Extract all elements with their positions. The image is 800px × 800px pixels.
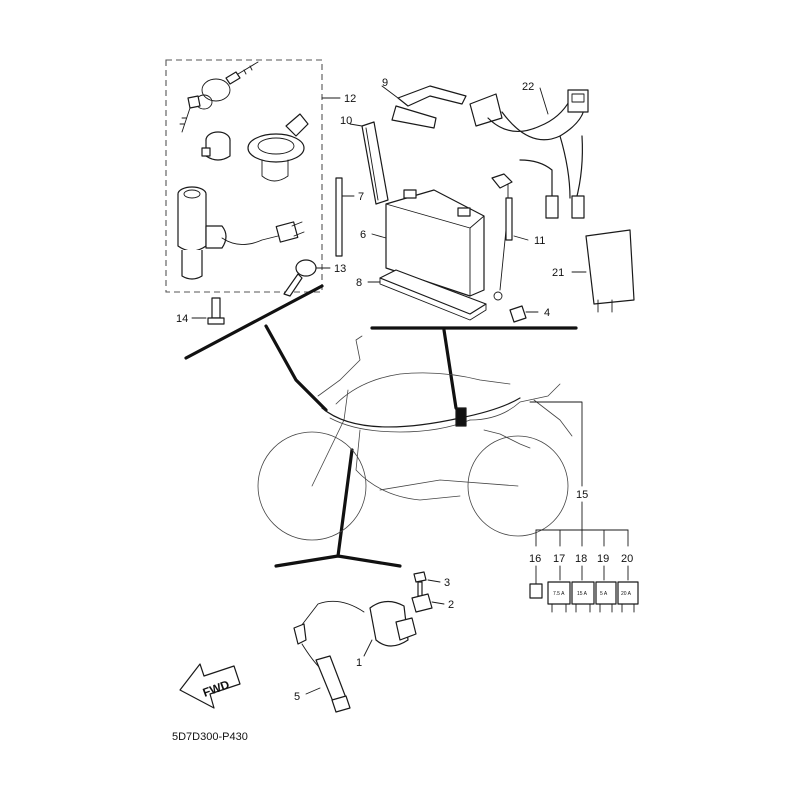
key-part-13 (283, 259, 331, 297)
callout-12: 12 (344, 93, 356, 105)
callout-5: 5 (294, 691, 300, 703)
callout-4: 4 (544, 307, 550, 319)
fwd-arrow-icon: FWD (179, 663, 241, 709)
callout-8: 8 (356, 277, 362, 289)
callout-19: 19 (597, 553, 609, 565)
battery-group (335, 85, 635, 323)
callout-16: 16 (529, 553, 541, 565)
callout-labels: 1 2 3 4 5 6 7 8 9 10 11 12 13 14 15 16 1… (176, 77, 633, 703)
fuse-group: 7.5 A 15 A 5 A 20 A (529, 401, 639, 613)
callout-17: 17 (553, 553, 565, 565)
callout-11: 11 (534, 235, 545, 247)
callout-7: 7 (358, 191, 364, 203)
callout-22: 22 (522, 81, 534, 93)
fuse-rating-19: 5 A (600, 591, 608, 597)
bolt-part-14 (191, 297, 225, 325)
ignition-group (293, 571, 445, 713)
callout-15: 15 (576, 489, 588, 501)
callout-20: 20 (621, 553, 633, 565)
fuse-rating-17: 7.5 A (553, 591, 565, 597)
callout-21: 21 (552, 267, 564, 279)
callout-2: 2 (448, 599, 454, 611)
callout-10: 10 (340, 115, 352, 127)
fuse-rating-18: 15 A (577, 591, 588, 597)
callout-3: 3 (444, 577, 450, 589)
callout-14: 14 (176, 313, 188, 325)
callout-13: 13 (334, 263, 346, 275)
fuse-rating-20: 20 A (621, 591, 632, 597)
key-set-group (165, 59, 341, 293)
callout-18: 18 (575, 553, 587, 565)
motorcycle-outline (257, 335, 573, 541)
callout-1: 1 (356, 657, 362, 669)
callout-6: 6 (360, 229, 366, 241)
harness-leader-lines (184, 284, 578, 568)
diagram-code: 5D7D300-P430 (172, 731, 248, 743)
wire-harness-part-22 (469, 87, 589, 219)
callout-9: 9 (382, 77, 388, 89)
